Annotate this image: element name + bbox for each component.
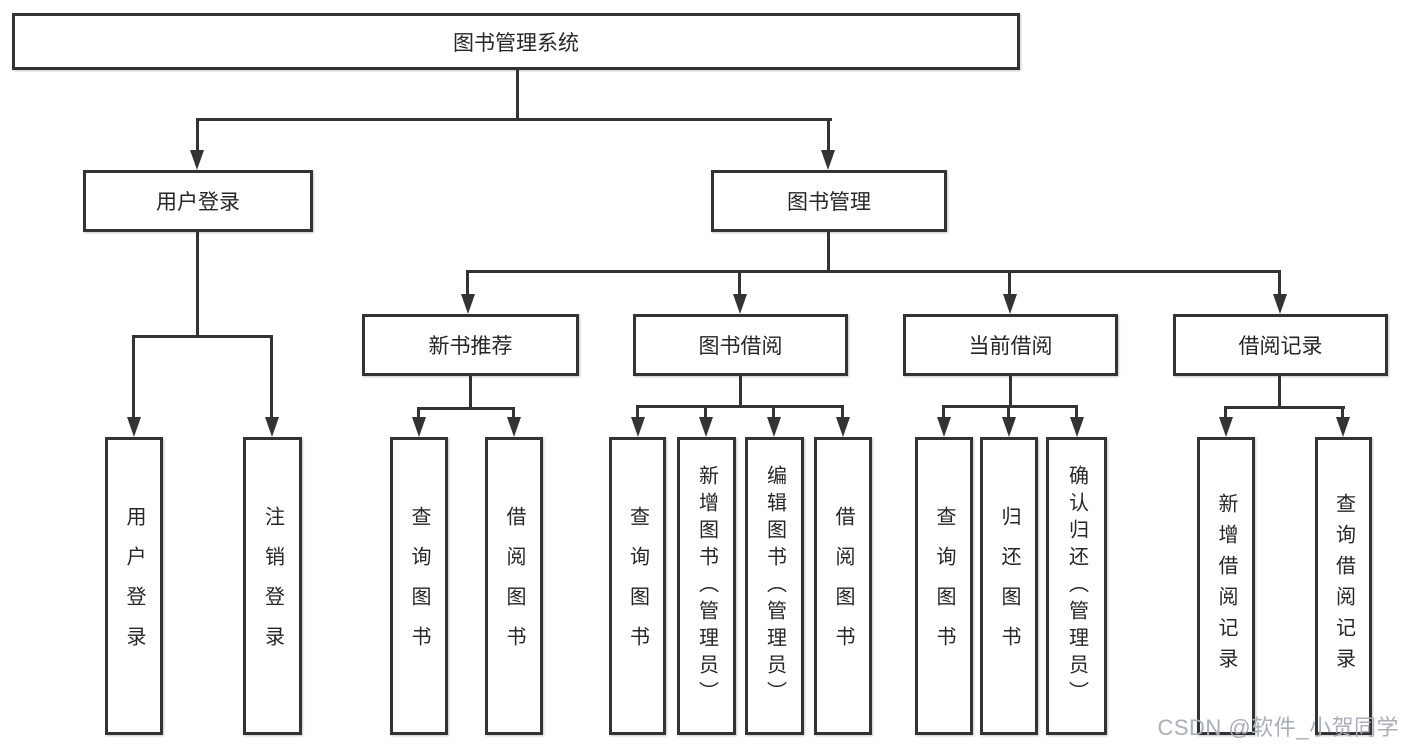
arrow-down-icon	[507, 417, 521, 437]
arrow-down-icon	[1219, 417, 1233, 437]
arrow-down-icon	[412, 417, 426, 437]
connector-line	[270, 335, 273, 417]
connector-line	[1224, 406, 1345, 409]
node-label: 借阅记录	[1238, 335, 1323, 358]
csdn-watermark: CSDN @软件_小贺同学	[1157, 715, 1399, 740]
node-label: 图书管理	[787, 191, 871, 214]
leaf-user-login: 用户登录	[105, 437, 163, 735]
node-label: 图书借阅	[698, 335, 783, 358]
connector-line	[1075, 405, 1078, 417]
connector-line	[738, 270, 741, 294]
arrow-down-icon	[1070, 417, 1084, 437]
node-label: 注销登录	[261, 506, 284, 666]
connector-line	[466, 270, 469, 294]
arrow-down-icon	[1002, 417, 1016, 437]
connector-line	[512, 407, 515, 417]
node-label: 图书管理系统	[453, 31, 579, 55]
node-borrowing-records: 借阅记录	[1173, 314, 1388, 376]
arrow-down-icon	[699, 417, 713, 437]
node-label: 查询借阅记录	[1332, 493, 1355, 679]
connector-line	[1009, 376, 1012, 405]
arrow-down-icon	[265, 417, 279, 437]
arrow-down-icon	[767, 417, 781, 437]
connector-line	[739, 376, 742, 405]
node-label: 查询图书	[408, 506, 430, 666]
arrow-down-icon	[1003, 294, 1017, 314]
node-label: 新书推荐	[428, 335, 513, 358]
node-label: 当前借阅	[968, 335, 1053, 358]
leaf-query-books-borrow: 查询图书	[609, 437, 666, 735]
arrow-down-icon	[821, 150, 835, 170]
node-label: 借阅图书	[503, 506, 525, 666]
leaf-edit-books-admin: 编辑图书（管理员）	[745, 437, 804, 735]
leaf-logout: 注销登录	[243, 437, 302, 735]
arrow-down-icon	[631, 417, 645, 437]
connector-line	[942, 405, 1078, 408]
arrow-down-icon	[733, 294, 747, 314]
node-book-management: 图书管理	[711, 170, 947, 232]
connector-line	[132, 335, 135, 417]
connector-line	[516, 70, 519, 118]
connector-line	[636, 405, 639, 417]
connector-line	[1278, 270, 1281, 294]
node-label: 查询图书	[626, 506, 649, 666]
connector-line	[196, 232, 199, 335]
node-label: 借阅图书	[832, 506, 854, 666]
connector-line	[1224, 406, 1227, 417]
connector-line	[827, 118, 830, 150]
connector-line	[417, 407, 420, 417]
arrow-down-icon	[127, 417, 141, 437]
leaf-query-books-current: 查询图书	[915, 437, 973, 735]
arrow-down-icon	[836, 417, 850, 437]
leaf-query-books-recommend: 查询图书	[390, 437, 448, 735]
connector-line	[196, 118, 832, 121]
node-label: 查询图书	[933, 506, 955, 666]
node-new-book-recommend: 新书推荐	[362, 314, 579, 376]
connector-line	[772, 405, 775, 417]
node-library-system: 图书管理系统	[12, 13, 1020, 70]
connector-line	[467, 270, 1281, 273]
node-label: 归还图书	[998, 506, 1020, 666]
arrow-down-icon	[461, 294, 475, 314]
leaf-return-books: 归还图书	[980, 437, 1038, 735]
node-label: 用户登录	[123, 506, 145, 666]
leaf-borrow-books: 借阅图书	[814, 437, 872, 735]
connector-line	[841, 405, 844, 417]
arrow-down-icon	[1336, 417, 1350, 437]
connector-line	[1278, 376, 1281, 406]
node-label: 确认归还（管理员）	[1065, 464, 1088, 708]
connector-line	[1007, 405, 1010, 417]
connector-line	[636, 405, 844, 408]
connector-line	[1341, 406, 1344, 417]
node-label: 编辑图书（管理员）	[763, 464, 786, 708]
leaf-query-borrow-record: 查询借阅记录	[1315, 437, 1372, 735]
leaf-confirm-return-admin: 确认归还（管理员）	[1046, 437, 1107, 735]
connector-line	[942, 405, 945, 417]
leaf-borrow-books-recommend: 借阅图书	[485, 437, 543, 735]
connector-line	[827, 232, 830, 270]
connector-line	[417, 407, 515, 410]
node-label: 用户登录	[156, 191, 240, 214]
arrow-down-icon	[937, 417, 951, 437]
node-label: 新增图书（管理员）	[695, 464, 718, 708]
node-user-login: 用户登录	[83, 170, 313, 232]
connector-line	[469, 376, 472, 407]
node-current-borrowing: 当前借阅	[903, 314, 1118, 376]
node-label: 新增借阅记录	[1215, 493, 1237, 679]
node-book-borrowing: 图书借阅	[633, 314, 848, 376]
connector-line	[196, 118, 199, 150]
arrow-down-icon	[1273, 294, 1287, 314]
connector-line	[704, 405, 707, 417]
leaf-add-books-admin: 新增图书（管理员）	[677, 437, 736, 735]
connector-line	[133, 335, 273, 338]
connector-line	[1008, 270, 1011, 294]
arrow-down-icon	[190, 150, 204, 170]
leaf-add-borrow-record: 新增借阅记录	[1197, 437, 1255, 735]
